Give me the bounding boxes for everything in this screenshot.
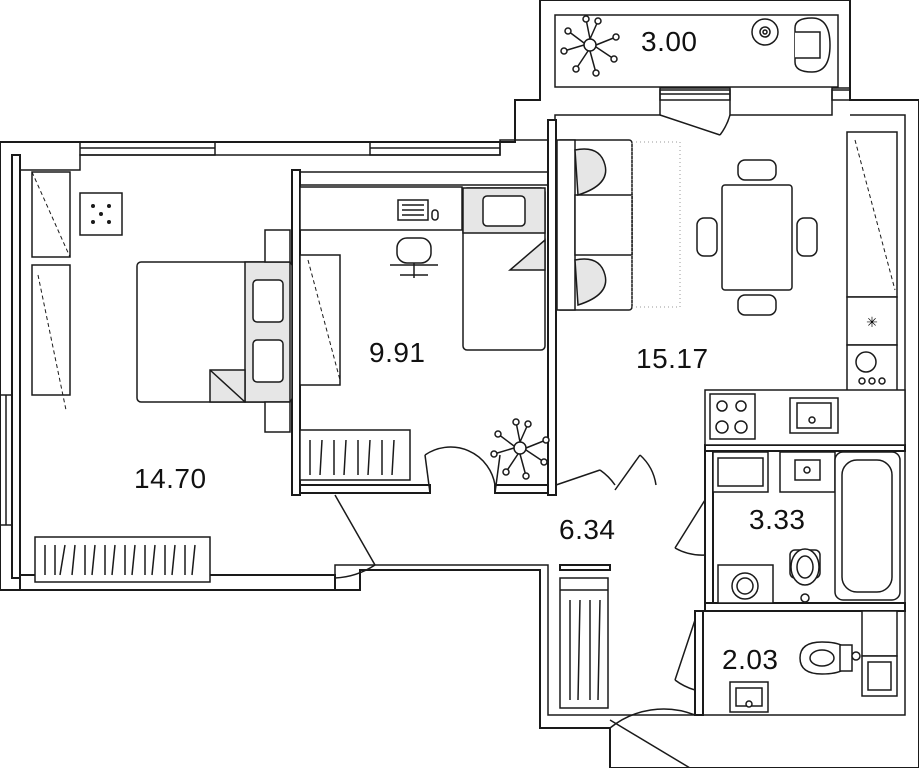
office-chair-icon: [390, 237, 438, 278]
area-label-bedroom-large: 14.70: [134, 463, 207, 494]
balcony: [554, 14, 839, 88]
sofa-icon: [556, 139, 633, 311]
area-label-bedroom-small: 9.91: [369, 337, 426, 368]
large-bedroom-furniture: [31, 171, 341, 583]
doors: [334, 446, 706, 768]
hallway-furniture: [559, 577, 609, 709]
side-table-icon: [751, 18, 779, 46]
armchair-icon: [794, 17, 831, 73]
area-label-balcony: 3.00: [641, 26, 698, 57]
plant-icon-2: [490, 418, 550, 480]
toilet-room-fixtures: [729, 610, 898, 713]
dining-table-icon: [696, 159, 818, 316]
bathroom-fixtures: [712, 451, 901, 604]
area-label-hallway: 6.34: [559, 514, 616, 545]
area-label-bathroom: 3.33: [749, 504, 806, 535]
sink-icon: [789, 397, 839, 434]
washing-machine-icon: [717, 564, 774, 604]
washbasin-icon: [729, 681, 769, 713]
plant-icon: [560, 15, 620, 77]
stove-icon: [709, 393, 756, 440]
top-windows: [79, 87, 851, 156]
small-bedroom-furniture: [299, 186, 550, 481]
toilet-icon-2: [799, 641, 853, 675]
left-window: [0, 394, 13, 526]
toilet-icon: [789, 548, 821, 586]
area-label-kitchen-living: 15.17: [636, 343, 709, 374]
kitchen-living-furniture: ✳: [556, 131, 906, 446]
laptop-icon: [397, 199, 439, 221]
area-label-toilet: 2.03: [722, 644, 779, 675]
double-bed-icon: [136, 261, 293, 403]
single-bed-icon: [462, 187, 546, 351]
bathtub-icon: [834, 451, 901, 601]
balcony-door: [659, 114, 731, 136]
svg-text:✳: ✳: [866, 315, 878, 331]
radiator-icon: [34, 536, 211, 583]
